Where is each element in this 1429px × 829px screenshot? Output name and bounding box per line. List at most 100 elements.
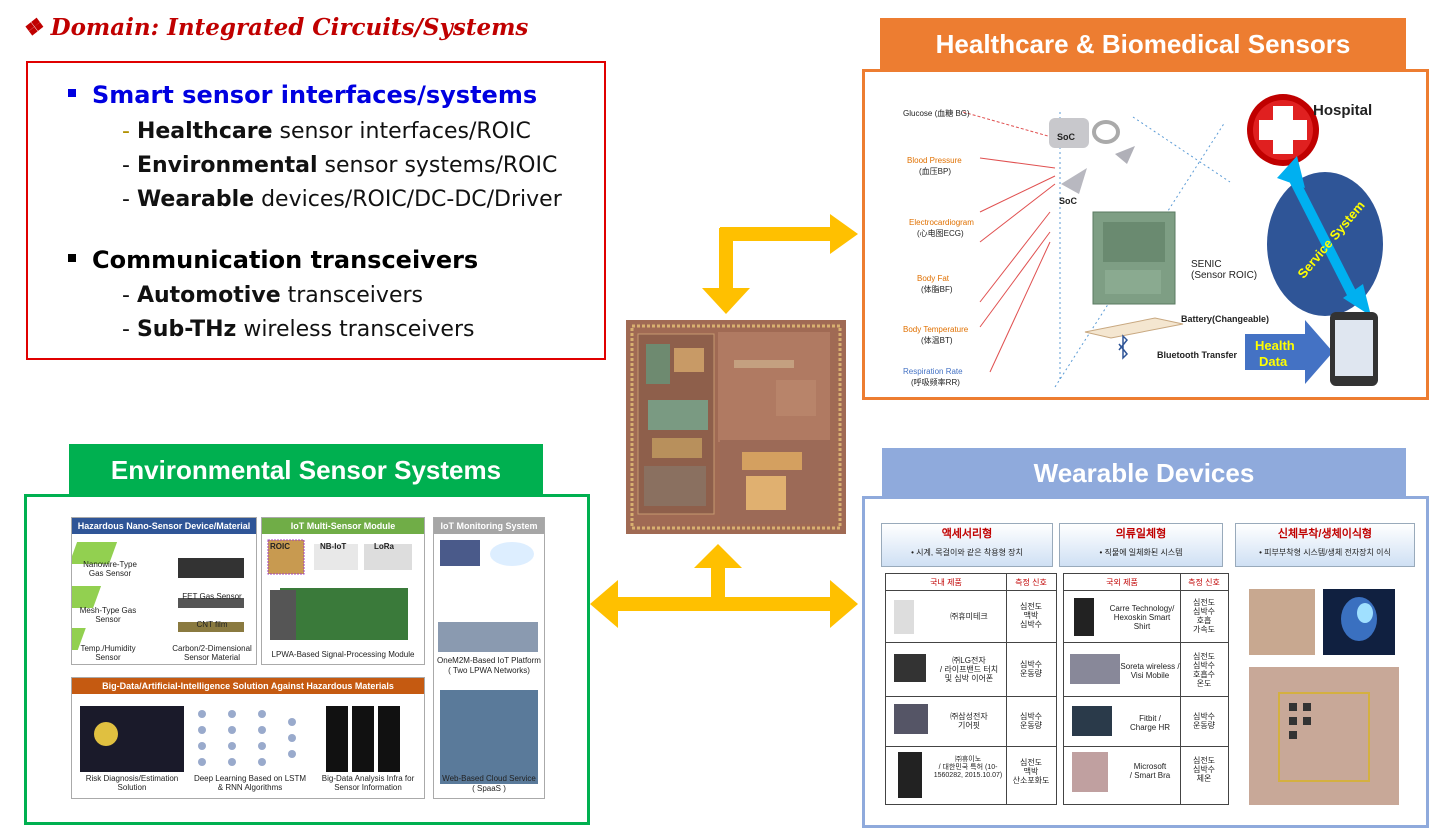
- iot-label-nbiot: NB-IoT: [320, 542, 347, 551]
- overseas-products-table: 국외 제품 측정 신호 Carre Technology/ Hexoskin S…: [1063, 573, 1229, 805]
- t2-row4-signal: 심전도 심박수 체온: [1192, 756, 1216, 783]
- iot-label-lora: LoRa: [374, 542, 394, 551]
- t1-row1-product: ㈜휴미테크: [950, 612, 988, 621]
- t1-row1-signal: 심전도 맥박 심박수: [1019, 602, 1043, 629]
- battery-label: Battery(Changeable): [1181, 314, 1270, 324]
- env-panel-iot-title: IoT Multi-Sensor Module: [262, 518, 424, 534]
- monitoring-label-1: OneM2M-Based IoT Platform: [437, 656, 541, 665]
- env-panel-monitoring-title: IoT Monitoring System: [434, 518, 544, 534]
- sensor-ecg-label: Electrocardiogram: [909, 218, 974, 227]
- wearable-col2-header: 의류일체형 • 직물에 일체화된 시스템: [1059, 523, 1223, 567]
- t2-row2-signal: 심전도 심박수 호흡수 온도: [1192, 652, 1216, 688]
- sensor-bt-label: Body Temperature: [903, 325, 969, 334]
- sensor-bf-label: Body Fat: [917, 274, 950, 283]
- healthcare-frame: Glucose (血糖 BG) Blood Pressure (血压BP) El…: [862, 69, 1429, 400]
- nano-label-6: Carbon/2-Dimensional Sensor Material: [172, 644, 252, 662]
- nano-label-1: Nanowire-Type Gas Sensor: [83, 560, 137, 578]
- t2-row3-signal: 심박수 운동량: [1192, 712, 1216, 730]
- diamond-bullet-icon: ❖: [22, 14, 43, 41]
- env-panel-bigdata-title: Big-Data/Artificial-Intelligence Solutio…: [72, 678, 424, 694]
- brain-implant-photo: [1323, 589, 1395, 655]
- topic-item-wearable: - Wearable devices/ROIC/DC-DC/Driver: [122, 187, 562, 212]
- brain-glow-graphic: [1341, 597, 1377, 641]
- col1-title: 액세서리형: [941, 528, 993, 540]
- t1-row2-product: ㈜LG전자 / 라이프밴드 터치 및 심박 이어폰: [939, 656, 999, 683]
- topic-item-subthz: - Sub-THz wireless transceivers: [122, 317, 475, 342]
- iot-label-lpwa: LPWA-Based Signal-Processing Module: [271, 650, 415, 659]
- t2-row1-product: Carre Technology/ Hexoskin Smart Shirt: [1109, 604, 1175, 631]
- t1-header-signal: 측정 신호: [1015, 578, 1047, 587]
- env-panel-bigdata: Big-Data/Artificial-Intelligence Solutio…: [71, 677, 425, 799]
- env-panel-nano-title: Hazardous Nano-Sensor Device/Material: [72, 518, 256, 534]
- t2-header-product: 국외 제품: [1106, 578, 1138, 587]
- square-bullet-icon: [68, 254, 76, 262]
- t1-row2-signal: 심박수 운동량: [1019, 660, 1043, 678]
- soc-label-2: SoC: [1059, 196, 1077, 206]
- soc-label-1: SoC: [1057, 132, 1075, 142]
- wearable-col1-header: 액세서리형 • 시계, 목걸이와 같은 착용형 장치: [881, 523, 1053, 567]
- bigdata-label-1: Risk Diagnosis/Estimation Solution: [85, 774, 179, 792]
- bigdata-label-2: Deep Learning Based on LSTM & RNN Algori…: [193, 774, 307, 792]
- col2-title: 의류일체형: [1115, 528, 1167, 540]
- sensor-ecg-sub: (心电图ECG): [917, 229, 964, 238]
- nano-sensor-graphic: [72, 542, 244, 650]
- col1-desc: • 시계, 목걸이와 같은 착용형 장치: [911, 548, 1023, 557]
- health-data-label-2: Data: [1259, 354, 1288, 369]
- monitoring-graphic: [438, 540, 538, 784]
- topic-item-automotive: - Automotive transceivers: [122, 283, 423, 308]
- env-panel-iot-module: IoT Multi-Sensor Module ROIC NB-IoT LoRa…: [261, 517, 425, 665]
- col3-desc: • 피부부착형 시스템/생체 전자장치 이식: [1259, 548, 1391, 557]
- skin-electronics-photo: [1249, 667, 1399, 805]
- monitoring-label-4: ( SpaaS ): [472, 784, 506, 793]
- senic-sub-label: (Sensor ROIC): [1191, 270, 1258, 281]
- sensor-rr-sub: (呼吸频率RR): [911, 378, 960, 387]
- sensor-bp-sub: (血压BP): [919, 167, 951, 176]
- t2-row2-product: Soreta wireless / Visi Mobile: [1120, 662, 1180, 680]
- skin-patch-photo: [1249, 589, 1315, 655]
- t2-row1-signal: 심전도 심박수 호흡 가속도: [1192, 598, 1216, 634]
- t1-row4-product: ㈜휴이노 / 대한민국 특허 (10-1560282, 2015.10.07): [933, 756, 1003, 779]
- senic-label: SENIC: [1191, 259, 1222, 270]
- arrow-to-healthcare: [702, 214, 858, 314]
- chip-die-graphic: [626, 320, 846, 534]
- topic-item-environmental: - Environmental sensor systems/ROIC: [122, 153, 558, 178]
- skin-electronics-graphic: [1278, 692, 1370, 782]
- environmental-frame: Hazardous Nano-Sensor Device/Material Na…: [24, 494, 590, 825]
- env-panel-nano-sensor: Hazardous Nano-Sensor Device/Material Na…: [71, 517, 257, 665]
- iot-module-graphic: [267, 539, 412, 640]
- nano-label-4: FET Gas Sensor: [182, 592, 242, 601]
- wearable-header: Wearable Devices: [882, 448, 1406, 498]
- t2-row3-product: Fitbit / Charge HR: [1129, 714, 1170, 732]
- monitoring-label-3: Web-Based Cloud Service: [442, 774, 536, 783]
- nano-label-2: Mesh-Type Gas Sensor: [79, 606, 137, 624]
- health-data-label-1: Health: [1255, 338, 1295, 353]
- iot-label-roic: ROIC: [270, 542, 290, 551]
- wearable-frame: 액세서리형 • 시계, 목걸이와 같은 착용형 장치 의류일체형 • 직물에 일…: [862, 496, 1429, 828]
- wearable-col3-header: 신체부착/생체이식형 • 피부부착형 시스템/생체 전자장치 이식: [1235, 523, 1415, 567]
- environmental-header: Environmental Sensor Systems: [69, 444, 543, 496]
- t1-row3-signal: 심박수 운동량: [1019, 712, 1043, 730]
- col2-desc: • 직물에 일체화된 시스템: [1099, 548, 1183, 557]
- monitoring-label-2: ( Two LPWA Networks): [448, 666, 530, 675]
- domestic-products-table: 국내 제품 측정 신호 ㈜휴미테크 심전도 맥박 심박수 ㈜LG전자 / 라이프…: [885, 573, 1057, 805]
- domain-topics-box: Smart sensor interfaces/systems - Health…: [26, 61, 606, 360]
- square-bullet-icon: [68, 89, 76, 97]
- topic-heading-smart-sensor: Smart sensor interfaces/systems: [68, 81, 537, 109]
- t2-row4-product: Microsoft / Smart Bra: [1129, 762, 1171, 780]
- topic-item-healthcare: - Healthcare sensor interfaces/ROIC: [122, 119, 531, 144]
- t1-row3-product: ㈜삼성전자 기어핏: [950, 712, 988, 730]
- t1-header-product: 국내 제품: [930, 578, 962, 587]
- bigdata-graphic: [80, 706, 400, 772]
- nano-label-5: CNT film: [196, 620, 228, 629]
- nano-label-3: Temp./Humidity Sensor: [80, 644, 136, 662]
- hospital-label: Hospital: [1313, 102, 1373, 119]
- col3-title: 신체부착/생체이식형: [1277, 528, 1373, 540]
- t2-header-signal: 측정 신호: [1188, 578, 1220, 587]
- sensor-rr-label: Respiration Rate: [903, 367, 963, 376]
- healthcare-header: Healthcare & Biomedical Sensors: [880, 18, 1406, 70]
- domain-title-text: Domain: Integrated Circuits/Systems: [50, 14, 529, 41]
- sensor-bt-sub: (体温BT): [921, 336, 953, 345]
- arrow-horizontal-env-wearable: [590, 544, 858, 628]
- sensor-bp-label: Blood Pressure: [907, 156, 962, 165]
- env-panel-monitoring: IoT Monitoring System OneM2M-Based IoT P…: [433, 517, 545, 799]
